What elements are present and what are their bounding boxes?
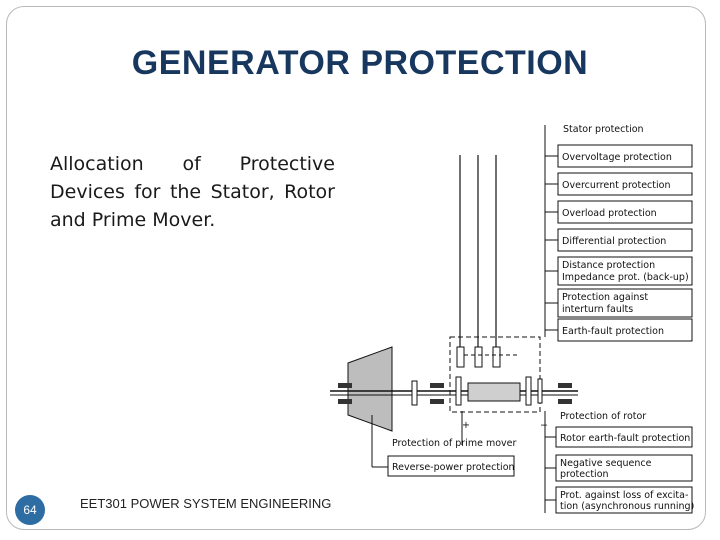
prime-mover-turbine	[347, 346, 393, 432]
footer-course-title: EET301 POWER SYSTEM ENGINEERING	[80, 496, 332, 511]
page-number-badge: 64	[15, 495, 45, 525]
stator-item-interturn-1: Protection against	[562, 292, 648, 303]
slide-body-text: Allocation of Protective Devices for the…	[50, 153, 335, 231]
slide-frame	[6, 6, 706, 530]
stator-winding-2	[474, 346, 483, 368]
coupling	[411, 380, 418, 406]
stator-item-distance: Distance protection	[562, 260, 655, 271]
rotor-box-negative-sequence: Negative sequence protection	[545, 454, 693, 482]
stator-box-overload: Overload protection	[545, 200, 693, 224]
generator-protection-diagram: Stator protection Overvoltage protection…	[330, 124, 694, 514]
stator-item-overload: Overload protection	[562, 208, 657, 219]
stator-item-interturn-2: interturn faults	[562, 304, 633, 315]
stator-box-interturn: Protection against interturn faults	[545, 288, 693, 318]
rotor-item-loss-of-excitation-1: Prot. against loss of excita-	[560, 490, 688, 501]
stator-box-overcurrent: Overcurrent protection	[545, 172, 693, 196]
stator-item-overvoltage: Overvoltage protection	[562, 152, 672, 163]
prime-mover-protection-heading: Protection of prime mover	[392, 438, 516, 449]
stator-box-distance: Distance protection Impedance prot. (bac…	[545, 256, 693, 286]
slide-title: GENERATOR PROTECTION	[131, 44, 589, 82]
generator-enclosure	[449, 336, 541, 413]
rotor-plus-terminal: +	[462, 420, 470, 431]
rotor-box-loss-of-excitation: Prot. against loss of excita- tion (asyn…	[545, 486, 694, 514]
stator-item-earth-fault: Earth-fault protection	[562, 326, 664, 337]
rotor-item-negative-sequence-1: Negative sequence	[560, 458, 652, 469]
stator-winding-1	[456, 346, 465, 368]
stator-item-differential: Differential protection	[562, 236, 666, 247]
stator-protection-heading: Stator protection	[563, 124, 644, 135]
stator-item-overcurrent: Overcurrent protection	[562, 180, 670, 191]
rotor-protection-heading: Protection of rotor	[560, 411, 646, 422]
rotor-item-earth-fault: Rotor earth-fault protection	[560, 433, 690, 444]
rotor-minus-terminal: −	[540, 420, 548, 431]
prime-mover-box-reverse-power: Reverse-power protection	[387, 455, 515, 477]
stator-box-overvoltage: Overvoltage protection	[545, 144, 693, 168]
rotor	[467, 382, 521, 402]
rotor-item-negative-sequence-2: protection	[560, 469, 609, 480]
bearing-2	[430, 383, 444, 388]
rotor-box-earth-fault: Rotor earth-fault protection	[545, 426, 693, 448]
bearing-3	[558, 383, 572, 388]
stator-box-earth-fault: Earth-fault protection	[545, 318, 693, 342]
rotor-item-loss-of-excitation-2: tion (asynchronous running)	[560, 501, 694, 512]
stator-item-impedance: Impedance prot. (back-up)	[562, 272, 689, 283]
stator-winding-3	[492, 346, 501, 368]
prime-mover-item-reverse-power: Reverse-power protection	[392, 462, 515, 473]
stator-box-differential: Differential protection	[545, 228, 693, 252]
bearing-1	[338, 383, 352, 388]
